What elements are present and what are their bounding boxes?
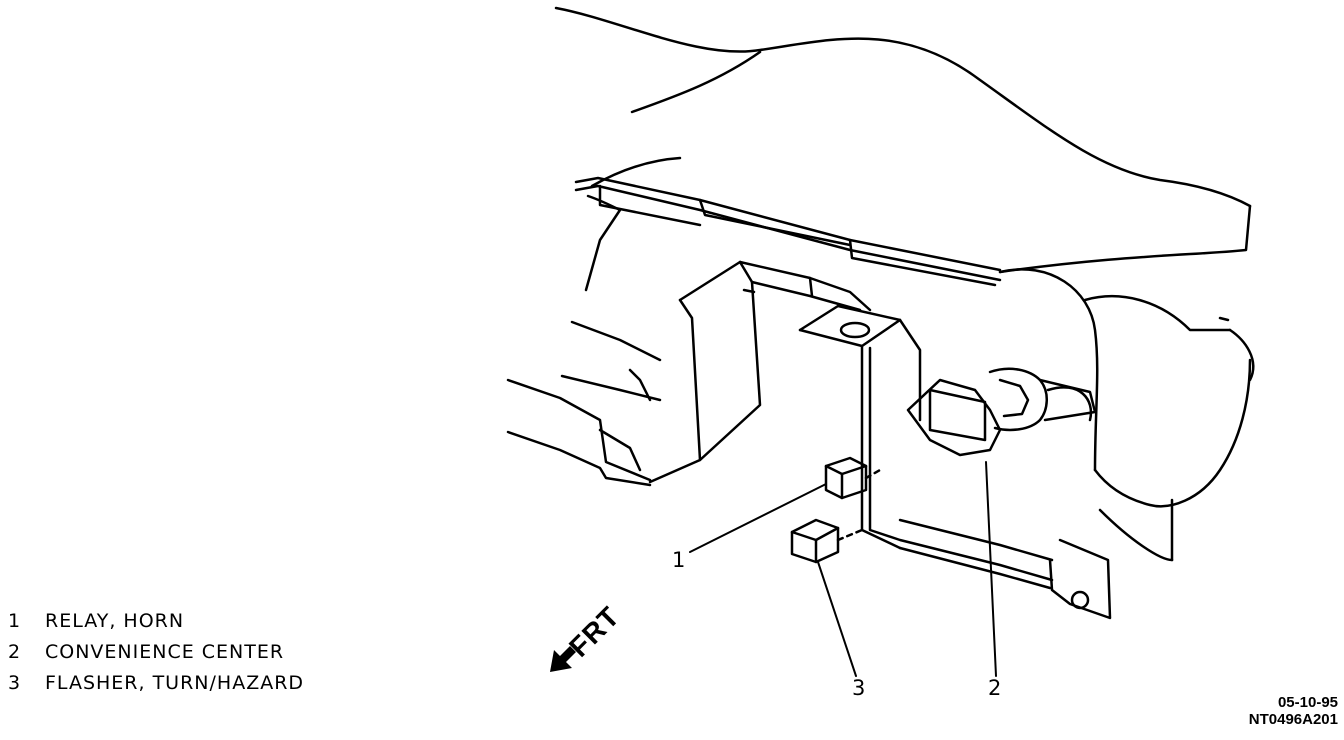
legend-text: FLASHER, TURN/HAZARD: [45, 672, 305, 694]
callout-2: 2: [988, 676, 1002, 700]
stamp-code: NT0496A201: [1248, 711, 1338, 728]
leader-lines: [689, 461, 997, 677]
front-arrow-icon: [550, 646, 576, 672]
document-stamp: 05-10-95 NT0496A201: [1249, 694, 1338, 728]
front-direction-indicator: FRT: [548, 596, 638, 680]
relay-horn: [824, 456, 882, 500]
legend-text: CONVENIENCE CENTER: [45, 641, 285, 663]
callout-3: 3: [852, 676, 866, 700]
convenience-center-housing: [798, 304, 1112, 620]
legend-number: 3: [8, 672, 22, 694]
legend-text: RELAY, HORN: [45, 610, 185, 632]
legend-item: 1 RELAY, HORN: [8, 606, 304, 637]
callout-1: 1: [672, 548, 686, 572]
legend-item: 2 CONVENIENCE CENTER: [8, 637, 304, 668]
legend: 1 RELAY, HORN 2 CONVENIENCE CENTER 3 FLA…: [8, 606, 304, 699]
cross-support-left: [506, 194, 662, 487]
legend-item: 3 FLASHER, TURN/HAZARD: [8, 668, 304, 699]
knee-bolster: [998, 268, 1255, 562]
legend-number: 2: [8, 641, 22, 663]
steering-column: [988, 367, 1097, 432]
dash-pad-outline: [554, 6, 1252, 274]
flasher-turn-hazard: [790, 518, 864, 564]
legend-number: 1: [8, 610, 22, 632]
mounting-brace: [648, 260, 872, 484]
dash-frame: [574, 176, 1002, 287]
stamp-date: 05-10-95: [1277, 694, 1338, 711]
